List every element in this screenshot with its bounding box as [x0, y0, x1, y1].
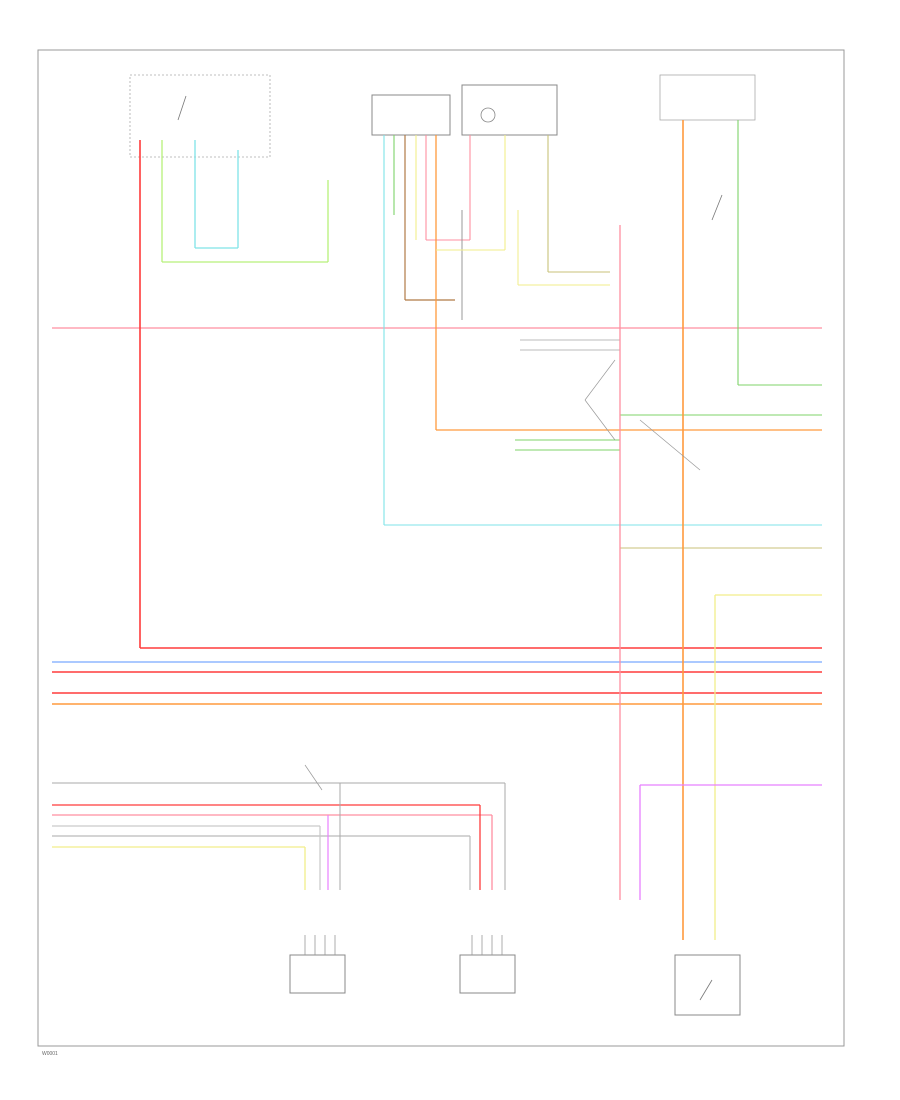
leader-2	[584, 399, 616, 441]
fuse-box-right	[659, 74, 756, 121]
fuse-box-left	[129, 74, 271, 158]
sensor-pins-center	[471, 935, 503, 955]
switch-module-bottom	[674, 954, 741, 1016]
sensor-pins-left	[304, 935, 336, 955]
leader-1	[584, 359, 616, 401]
leader-4	[304, 764, 323, 791]
diagram-border	[37, 49, 845, 1047]
switch-right	[711, 194, 723, 221]
leader-3	[639, 419, 701, 471]
switch-bottom	[699, 979, 713, 1001]
sensor-left	[289, 954, 346, 994]
lamp-symbol	[480, 107, 496, 123]
switch-left	[177, 95, 187, 121]
module-box-top	[461, 84, 558, 136]
sensor-center	[459, 954, 516, 994]
footer-code: W0001	[42, 1051, 58, 1057]
connector-block-top	[371, 94, 451, 136]
